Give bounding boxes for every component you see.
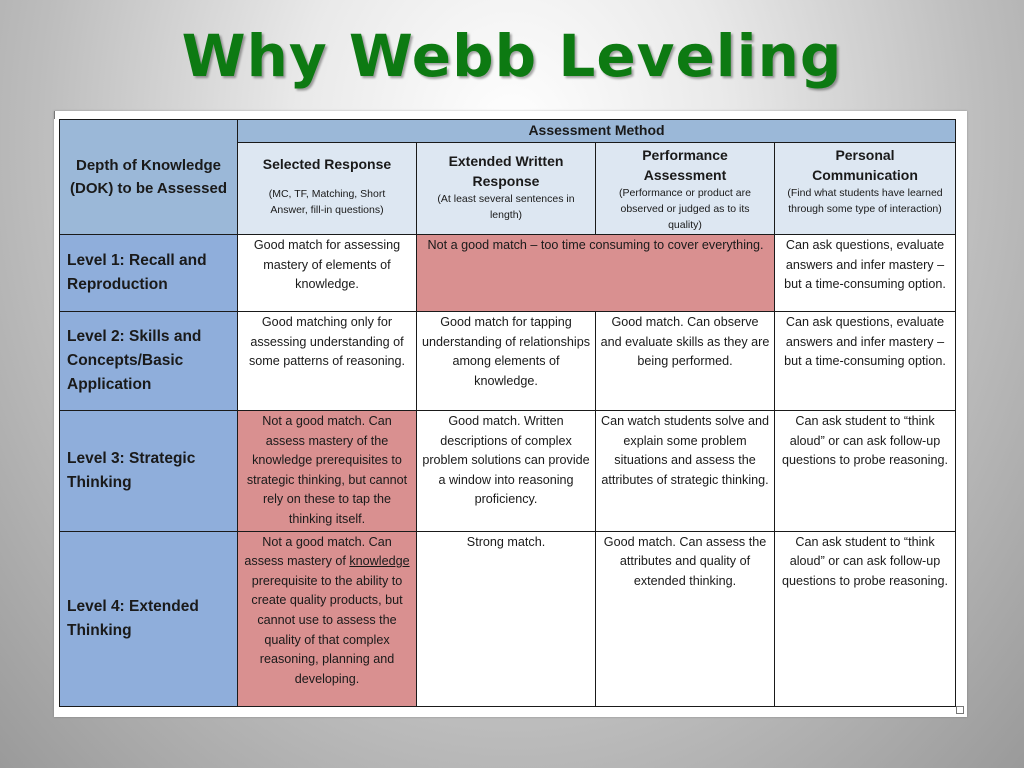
cell-level-3-written: Good match. Written descriptions of comp… [416, 410, 596, 532]
column-title: Personal Communication [812, 147, 918, 183]
cell-level-4-selected: Not a good match. Can assess mastery of … [237, 530, 417, 707]
column-subtitle: (Find what students have learned through… [787, 187, 943, 215]
cell-level-4-performance: Good match. Can assess the attributes an… [595, 530, 775, 707]
column-title: Performance Assessment [642, 147, 728, 183]
cell-level-3-personal: Can ask student to “think aloud” or can … [773, 410, 957, 532]
row-label-level-3: Level 3: Strategic Thinking [59, 410, 238, 532]
column-subtitle: (Performance or product are observed or … [619, 187, 751, 231]
cell-text-part: Not a good match. Can assess mastery of [244, 534, 392, 569]
column-title: Selected Response [262, 156, 392, 172]
column-subtitle: (MC, TF, Matching, Short Answer, fill-in… [268, 188, 386, 216]
table-row-level-1: Level 1: Recall and Reproduction Good ma… [59, 234, 957, 312]
column-title: Extended Written Response [448, 153, 564, 189]
dok-corner-header: Depth of Knowledge (DOK) to be Assessed [59, 119, 238, 235]
cell-level-1-written-performance: Not a good match – too time consuming to… [416, 234, 775, 312]
row-label-level-2: Level 2: Skills and Concepts/Basic Appli… [59, 311, 238, 411]
cell-level-1-selected: Good match for assessing mastery of elem… [237, 234, 417, 312]
column-header-selected-response: Selected Response (MC, TF, Matching, Sho… [237, 142, 417, 235]
assessment-method-header: Assessment Method [236, 119, 957, 143]
slide-title: Why Webb Leveling [181, 22, 843, 90]
row-label-level-4: Level 4: Extended Thinking [59, 530, 238, 707]
row-label-level-1: Level 1: Recall and Reproduction [59, 234, 238, 312]
table-row-level-3: Level 3: Strategic Thinking Not a good m… [59, 410, 957, 532]
column-header-performance: Performance Assessment (Performance or p… [595, 142, 775, 235]
cell-level-2-personal: Can ask questions, evaluate answers and … [773, 311, 957, 411]
column-header-personal-communication: Personal Communication (Find what studen… [773, 142, 957, 235]
cell-text-part: prerequisite to the ability to create qu… [251, 573, 403, 686]
table-row-level-4: Level 4: Extended Thinking Not a good ma… [59, 530, 957, 707]
table-header-row-columns: Selected Response (MC, TF, Matching, Sho… [60, 142, 957, 235]
table-header-row-group: Depth of Knowledge (DOK) to be Assessed … [59, 119, 957, 235]
webb-dok-table-frame: Depth of Knowledge (DOK) to be Assessed … [54, 111, 967, 717]
webb-dok-table: Depth of Knowledge (DOK) to be Assessed … [59, 119, 957, 707]
cell-level-3-performance: Can watch students solve and explain som… [595, 410, 775, 532]
cell-level-4-personal: Can ask student to “think aloud” or can … [773, 530, 957, 707]
cell-level-3-selected: Not a good match. Can assess mastery of … [237, 410, 417, 532]
cell-level-2-selected: Good matching only for assessing underst… [237, 311, 417, 411]
selection-handle-top-left[interactable] [54, 111, 58, 119]
table-row-level-2: Level 2: Skills and Concepts/Basic Appli… [59, 311, 957, 411]
column-header-extended-written: Extended Written Response (At least seve… [416, 142, 596, 235]
cell-level-2-written: Good match for tapping understanding of … [416, 311, 596, 411]
cell-level-1-personal: Can ask questions, evaluate answers and … [773, 234, 957, 312]
underlined-word: knowledge [349, 554, 410, 569]
cell-level-4-written: Strong match. [416, 530, 596, 707]
cell-level-2-performance: Good match. Can observe and evaluate ski… [595, 311, 775, 411]
selection-handle-bottom-right[interactable] [956, 706, 964, 714]
column-subtitle: (At least several sentences in length) [437, 193, 575, 221]
